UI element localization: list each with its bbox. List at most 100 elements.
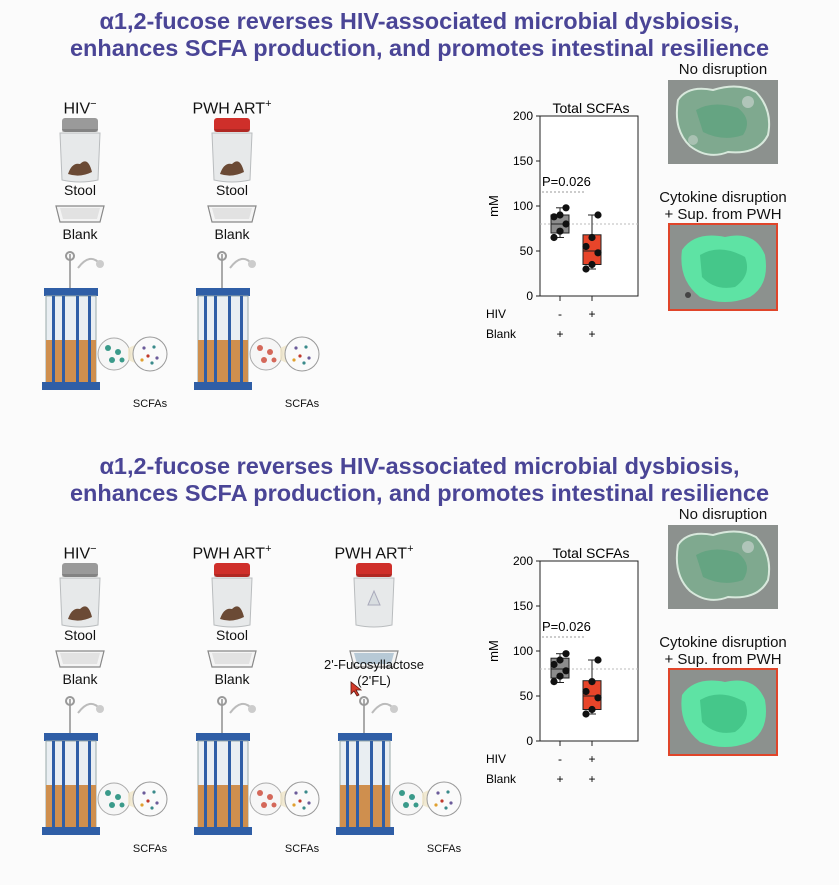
data-point [582, 265, 590, 273]
y-axis-label: mM [486, 640, 501, 662]
blank-sign-label: + [588, 772, 595, 786]
data-point [550, 678, 558, 686]
specimen-jar-icon [59, 563, 101, 628]
group-header: HIV− [63, 98, 96, 118]
data-point [588, 260, 596, 269]
data-point [588, 678, 596, 686]
y-tick-label: 50 [520, 244, 534, 258]
specimen-jar-icon [353, 563, 395, 628]
hiv-sign-label: + [588, 307, 595, 321]
chart-title: Total SCFAs [552, 545, 629, 561]
y-axis-label: mM [486, 195, 501, 217]
data-point [556, 211, 564, 219]
group-header-sign: − [90, 543, 97, 555]
title-line-2: enhances SCFA production, and promotes i… [69, 35, 770, 61]
tray-icon [55, 205, 105, 223]
tray-icon [349, 650, 399, 668]
data-point [594, 694, 602, 702]
title-line-2: enhances SCFA production, and promotes i… [69, 480, 770, 506]
data-point [582, 687, 590, 696]
specimen-jar-icon [211, 118, 253, 183]
disrupted-organoid-image [670, 225, 776, 309]
cytokine-disruption-label: Cytokine disruption [659, 634, 787, 651]
disrupted-organoid-image [670, 670, 776, 754]
y-tick-label: 0 [526, 289, 533, 303]
data-point [594, 211, 602, 219]
bioreactor-icon [42, 696, 168, 835]
y-tick-label: 100 [513, 644, 533, 658]
figure-panel-bottom: α1,2-fucose reverses HIV-associated micr… [0, 445, 839, 885]
panel-title: α1,2-fucose reverses HIV-associated micr… [0, 8, 839, 62]
tray-icon [55, 650, 105, 668]
y-tick-label: 50 [520, 689, 534, 703]
y-tick-label: 200 [513, 109, 533, 123]
group-header: PWH ART+ [334, 543, 413, 563]
blank-label: Blank [214, 671, 250, 687]
tray-icon [207, 650, 257, 668]
data-point [562, 220, 570, 228]
stool-label: Stool [216, 182, 248, 198]
stool-label: Stool [64, 182, 96, 198]
no-disruption-label: No disruption [678, 506, 768, 523]
blank-label: Blank [62, 226, 98, 242]
data-point [582, 242, 590, 251]
total-scfa-chart: Total SCFAs050100150200mMP=0.026-+++HIVB… [486, 100, 639, 341]
blank-label: Blank [62, 671, 98, 687]
scfa-label: SCFAs [132, 398, 168, 410]
bioreactor [182, 248, 322, 401]
group-header-text: PWH ART [192, 100, 266, 118]
data-point [588, 233, 596, 242]
bioreactor-icon [42, 251, 168, 390]
sample-jar [50, 561, 110, 634]
sample-jar [50, 116, 110, 189]
scfa-label: SCFAs [284, 843, 320, 855]
p-value-annotation: P=0.026 [542, 174, 591, 189]
group-header: PWH ART+ [192, 98, 271, 118]
group-header-sign: − [90, 98, 97, 110]
bioreactor-icon [194, 696, 320, 835]
group-header-sign: + [407, 543, 414, 555]
y-tick-label: 150 [513, 154, 533, 168]
organoid-cell-image [668, 525, 778, 609]
row-label: Blank [486, 327, 517, 341]
data-point [556, 672, 564, 680]
data-point [582, 710, 590, 718]
tray-icon [207, 205, 257, 223]
fucosyllactose-label: 2'-Fucosyllactose [323, 657, 425, 672]
panel-title: α1,2-fucose reverses HIV-associated micr… [0, 453, 839, 507]
data-point [550, 660, 558, 669]
sup-from-pwh-label: + Sup. from PWH [664, 206, 782, 223]
scfa-label: SCFAs [284, 398, 320, 410]
group-header: HIV− [63, 543, 96, 563]
bioreactor [182, 693, 322, 846]
y-tick-label: 100 [513, 199, 533, 213]
p-value-annotation: P=0.026 [542, 619, 591, 634]
medium-tray [50, 198, 110, 231]
cytokine-disruption-label: Cytokine disruption [659, 189, 787, 206]
no-disruption-image [668, 525, 778, 609]
group-header-sign: + [265, 543, 272, 555]
group-header-text: PWH ART [334, 545, 408, 563]
row-label: HIV [486, 752, 506, 766]
group-header-sign: + [265, 98, 272, 110]
bioreactor [324, 693, 464, 846]
title-line-1: α1,2-fucose reverses HIV-associated micr… [99, 8, 740, 34]
bioreactor [30, 248, 170, 401]
data-point [594, 249, 602, 257]
group-header-text: HIV [63, 100, 91, 118]
medium-tray [50, 643, 110, 676]
y-tick-label: 0 [526, 734, 533, 748]
group-header: PWH ART+ [192, 543, 271, 563]
hiv-sign-label: + [588, 752, 595, 766]
data-point [594, 656, 602, 664]
total-scfa-chart: Total SCFAs050100150200mMP=0.026-+++HIVB… [486, 545, 639, 786]
data-point [550, 233, 558, 242]
organoid-cell-image [668, 80, 778, 164]
blank-label: Blank [214, 226, 250, 242]
data-point [556, 227, 564, 235]
sample-jar [202, 116, 262, 189]
medium-tray [202, 643, 262, 676]
stool-label: Stool [64, 627, 96, 643]
blank-sign-label: + [556, 327, 563, 341]
sample-jar [344, 561, 404, 634]
